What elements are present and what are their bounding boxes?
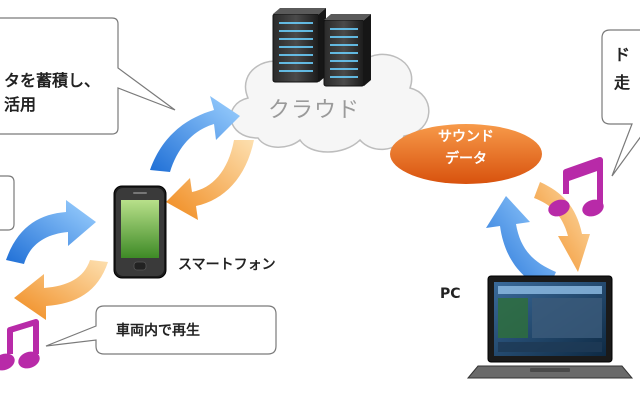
callout-bottom-text: 車両内で再生 — [116, 323, 200, 339]
callout-bottom-bubble — [45, 305, 277, 355]
blue-arrow-phone-to-cloud — [150, 96, 240, 172]
cloud-label: クラウド — [268, 98, 361, 123]
smartphone-icon — [113, 185, 167, 279]
music-note-icon-left — [0, 319, 40, 371]
blue-arrow-car-to-phone — [6, 200, 96, 264]
blue-arrow-pc-to-badge — [486, 196, 556, 290]
callout-top-left-line-1: タを蓄積し、 — [4, 71, 101, 90]
server-icon — [272, 8, 371, 87]
sound-data-line-1: サウンド — [438, 129, 494, 145]
orange-arrow-badge-to-pc — [534, 182, 590, 272]
callout-top-left-bubble — [0, 17, 176, 135]
orange-arrow-phone-to-car — [14, 260, 108, 320]
callout-right-line-2: 走 — [614, 73, 631, 92]
callout-left-middle-bubble — [0, 175, 15, 231]
laptop-icon — [466, 275, 634, 379]
orange-arrow-cloud-to-phone — [166, 140, 254, 220]
callout-top-left-line-2: 活用 — [4, 95, 37, 114]
pc-label: PC — [440, 286, 461, 302]
sound-data-badge — [390, 124, 542, 184]
sound-data-line-2: データ — [445, 151, 487, 167]
smartphone-label: スマートフォン — [178, 257, 276, 273]
callout-right-line-1: ド — [614, 45, 631, 64]
callout-right-bubble — [601, 29, 640, 177]
music-note-icon — [548, 157, 604, 217]
